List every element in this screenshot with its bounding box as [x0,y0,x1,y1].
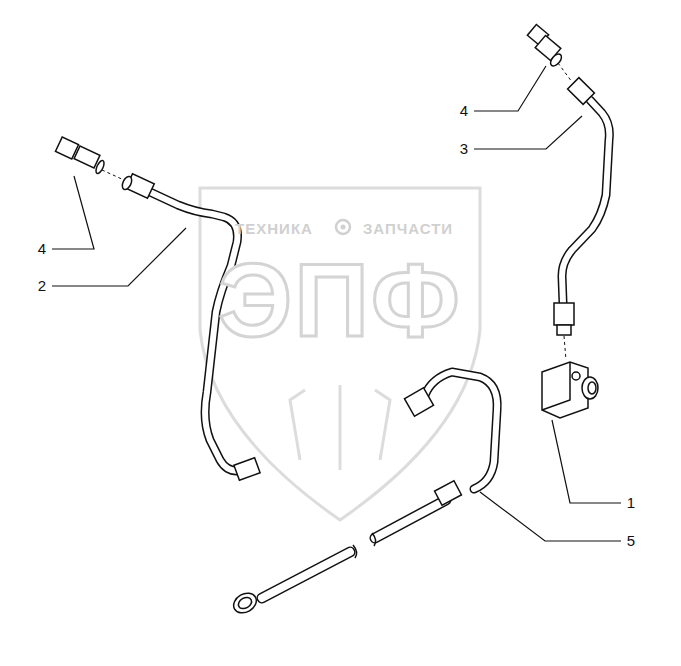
callout-number: 3 [460,141,468,156]
watermark-text: ЗАПЧАСТИ [363,221,453,236]
callout-number: 4 [38,241,46,256]
callout-number: 2 [38,278,46,293]
callout-number: 4 [460,103,468,118]
watermark-logo: ЭПФ [218,248,462,352]
watermark-text: ТЕХНИКА [235,221,313,236]
callout-number: 1 [627,495,635,510]
callout-number: 5 [627,533,635,548]
